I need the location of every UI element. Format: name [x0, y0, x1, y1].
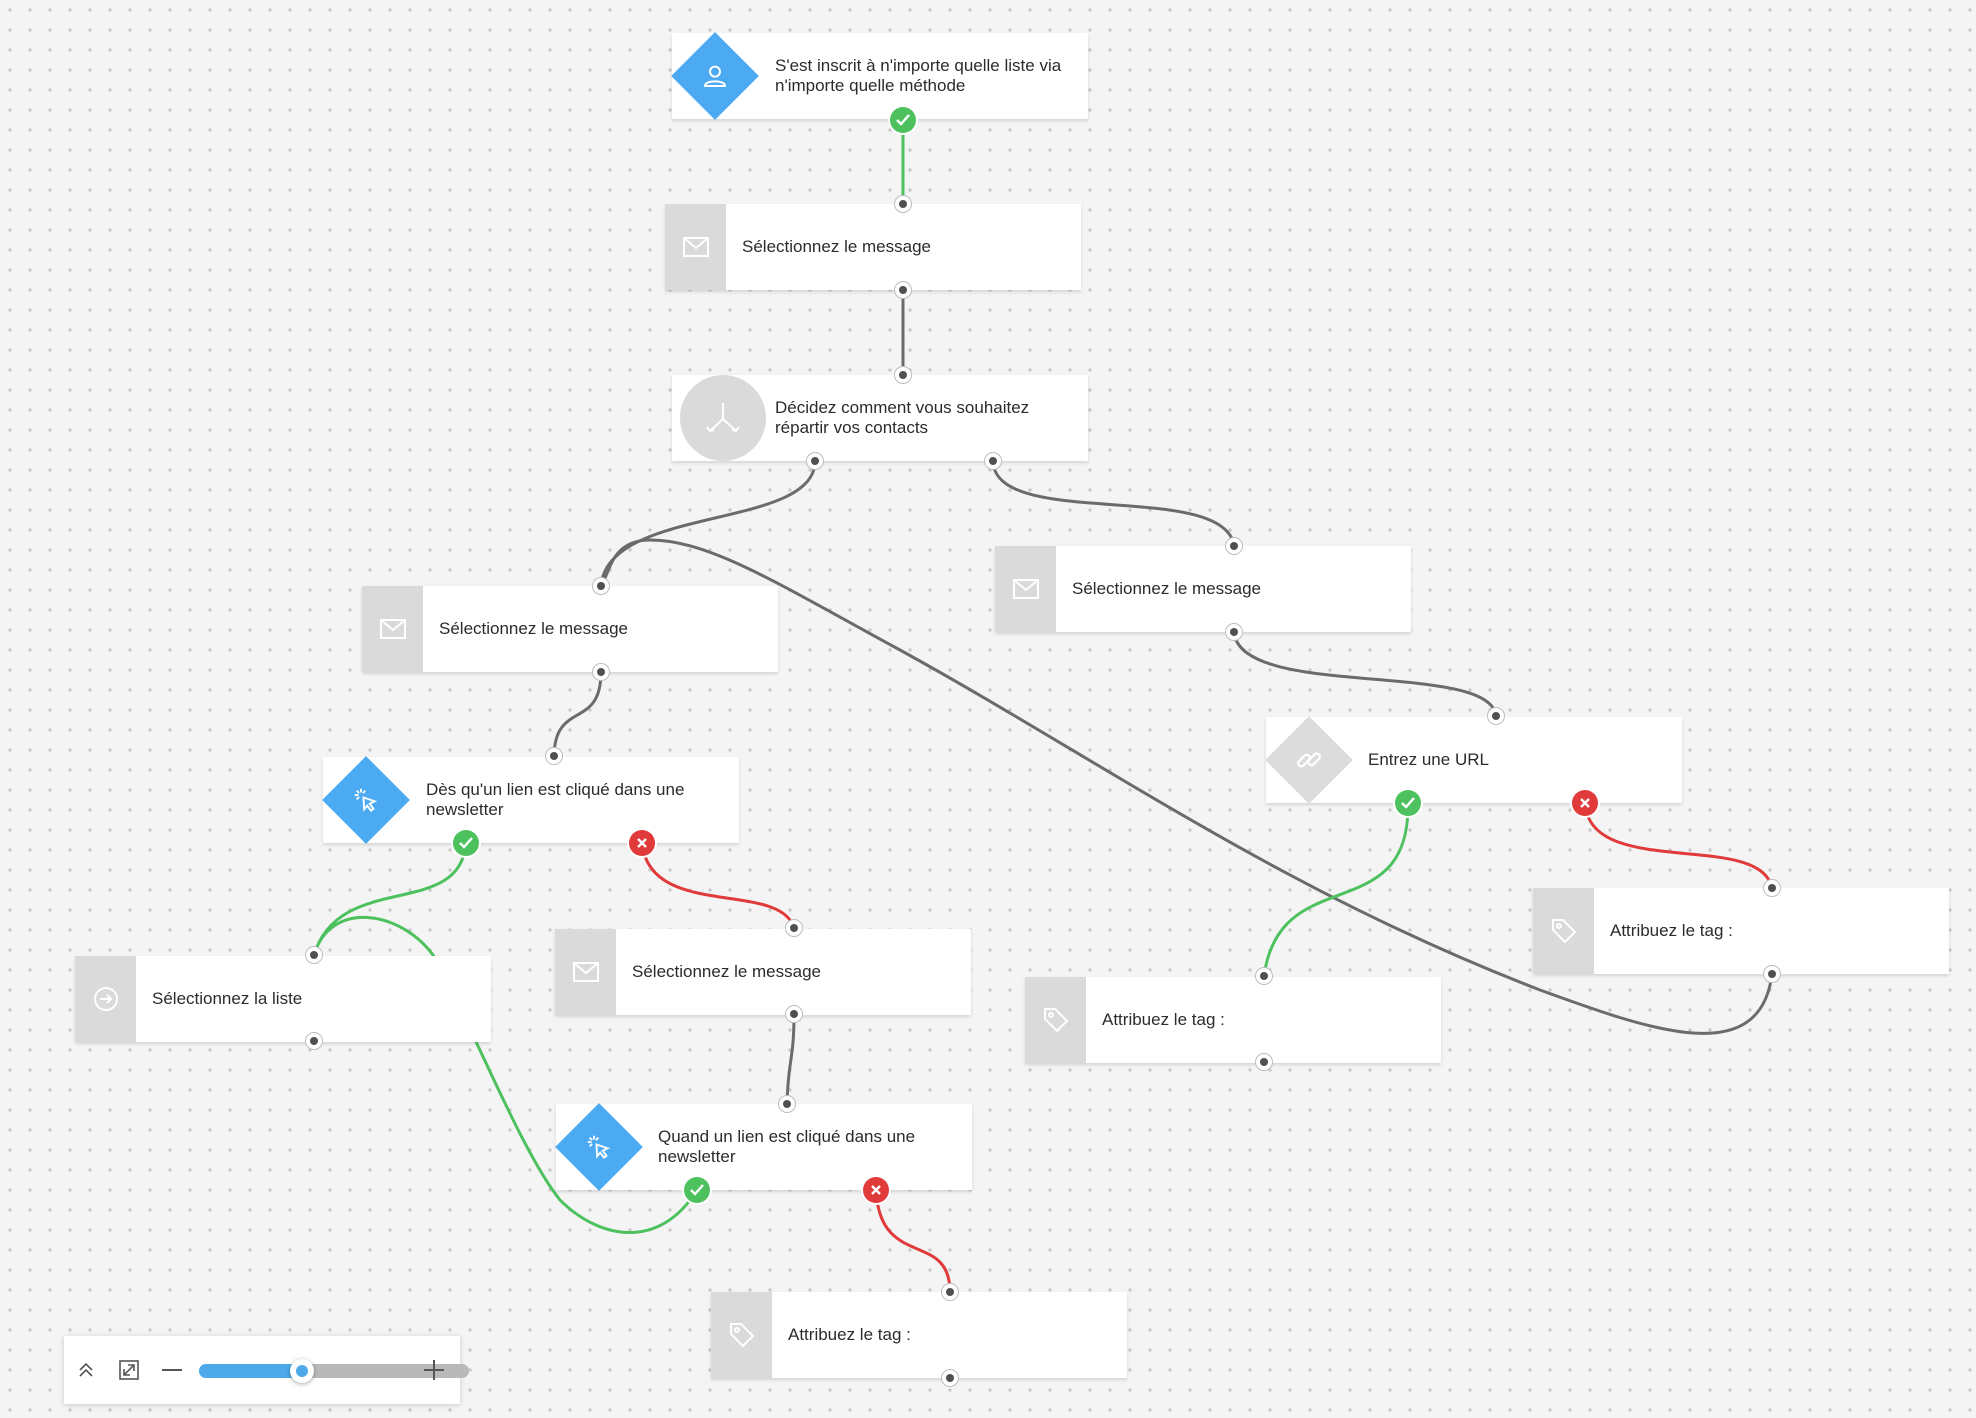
tag-node-bottom[interactable]: Attribuez le tag :	[711, 1292, 1127, 1378]
no-badge-url[interactable]	[1572, 790, 1598, 816]
port-tag-right-bottom-out[interactable]	[1253, 1051, 1275, 1073]
cursor-click-icon	[346, 780, 386, 820]
no-badge-link2[interactable]	[863, 1177, 889, 1203]
connector-link1-yes-to-list	[312, 841, 699, 1234]
connector-split-to-message-right	[991, 459, 1236, 547]
port-link1-in[interactable]	[543, 745, 565, 767]
link-clicked-label-2: Quand un lien est cliqué dans une newsle…	[658, 1127, 916, 1166]
message-label-middle: Sélectionnez le message	[632, 962, 822, 981]
connector-split-to-message-left	[599, 459, 817, 587]
minus-icon	[162, 1369, 182, 1371]
link-clicked-node-1[interactable]: Dès qu'un lien est cliqué dans une newsl…	[322, 756, 739, 844]
zoom-slider-handle[interactable]	[289, 1359, 314, 1383]
port-message-right-out[interactable]	[1223, 621, 1245, 643]
port-message-right-in[interactable]	[1223, 535, 1245, 557]
connector-tag-loop-to-message-left	[599, 538, 1774, 1035]
x-icon	[637, 838, 647, 848]
port-tag-bottom-out[interactable]	[939, 1367, 961, 1389]
connector-link2-no-to-tag	[874, 1188, 952, 1294]
port-link2-in[interactable]	[776, 1093, 798, 1115]
select-list-label: Sélectionnez la liste	[152, 989, 303, 1008]
port-split-in[interactable]	[892, 364, 914, 386]
yes-badge-url[interactable]	[1395, 790, 1421, 816]
user-icon	[695, 56, 735, 96]
link-clicked-label-1: Dès qu'un lien est cliqué dans une newsl…	[426, 780, 685, 819]
connector-url-no-to-tag	[1583, 801, 1774, 890]
port-list-out[interactable]	[303, 1030, 325, 1052]
zoom-slider-fill	[199, 1364, 302, 1378]
port-tag-right-top-out[interactable]	[1761, 963, 1783, 985]
zoom-out-button[interactable]	[156, 1354, 188, 1386]
tag-node-right-bottom[interactable]: Attribuez le tag :	[1025, 977, 1441, 1063]
collapse-up-button[interactable]	[70, 1354, 102, 1386]
connector-link1-no-to-message-middle	[640, 841, 796, 930]
check-icon	[690, 1184, 704, 1196]
tag-label-bottom: Attribuez le tag :	[788, 1325, 911, 1344]
message-node-1[interactable]: Sélectionnez le message	[665, 204, 1081, 290]
cursor-click-icon	[579, 1127, 619, 1167]
port-tag-right-bottom-in[interactable]	[1253, 965, 1275, 987]
tag-icon	[1533, 888, 1594, 974]
yes-badge-link1[interactable]	[453, 830, 479, 856]
plus-icon	[424, 1360, 444, 1380]
port-message-left-out[interactable]	[590, 661, 612, 683]
envelope-icon	[555, 929, 616, 1015]
split-arrows-icon	[680, 375, 766, 461]
check-icon	[896, 114, 910, 126]
no-badge-link1[interactable]	[629, 830, 655, 856]
yes-badge-trigger[interactable]	[890, 107, 916, 133]
port-split-out-left[interactable]	[804, 450, 826, 472]
fit-screen-button[interactable]	[113, 1354, 145, 1386]
tag-icon	[711, 1292, 772, 1378]
port-message1-out[interactable]	[892, 279, 914, 301]
port-message1-in[interactable]	[892, 193, 914, 215]
tag-label-right-bottom: Attribuez le tag :	[1102, 1010, 1225, 1029]
port-split-out-right[interactable]	[982, 450, 1004, 472]
connector-message-right-to-url	[1232, 630, 1498, 718]
split-label: Décidez comment vous souhaitez répartir …	[775, 398, 1030, 437]
message-label-right: Sélectionnez le message	[1072, 579, 1262, 598]
message-node-left[interactable]: Sélectionnez le message	[362, 586, 778, 672]
envelope-icon	[995, 546, 1056, 632]
tag-icon	[1025, 977, 1086, 1063]
select-list-node[interactable]: Sélectionnez la liste	[75, 956, 491, 1042]
zoom-in-button[interactable]	[418, 1354, 450, 1386]
port-message-middle-out[interactable]	[783, 1003, 805, 1025]
port-message-left-in[interactable]	[590, 575, 612, 597]
port-url-in[interactable]	[1485, 705, 1507, 727]
port-list-in[interactable]	[303, 944, 325, 966]
arrow-circle-right-icon	[75, 956, 136, 1042]
check-icon	[1401, 797, 1415, 809]
message-label-left: Sélectionnez le message	[439, 619, 629, 638]
message-node-middle[interactable]: Sélectionnez le message	[555, 929, 971, 1015]
zoom-slider[interactable]	[199, 1359, 469, 1383]
x-icon	[1580, 798, 1590, 808]
url-label: Entrez une URL	[1368, 750, 1489, 769]
yes-badge-link2[interactable]	[684, 1177, 710, 1203]
envelope-icon	[362, 586, 423, 672]
link-icon	[1289, 740, 1329, 780]
connector-message-left-to-link-clicked	[552, 670, 603, 758]
message-label-1: Sélectionnez le message	[742, 237, 932, 256]
port-message-middle-in[interactable]	[783, 917, 805, 939]
message-node-right[interactable]: Sélectionnez le message	[995, 546, 1411, 632]
split-node[interactable]: Décidez comment vous souhaitez répartir …	[672, 375, 1088, 461]
link-clicked-node-2[interactable]: Quand un lien est cliqué dans une newsle…	[555, 1103, 972, 1191]
tag-node-right-top[interactable]: Attribuez le tag :	[1533, 888, 1949, 974]
zoom-toolbar	[64, 1336, 469, 1404]
check-icon	[459, 837, 473, 849]
x-icon	[871, 1185, 881, 1195]
tag-label-right-top: Attribuez le tag :	[1610, 921, 1733, 940]
trigger-label: S'est inscrit à n'importe quelle liste v…	[775, 56, 1062, 95]
envelope-icon	[665, 204, 726, 290]
port-tag-bottom-in[interactable]	[939, 1281, 961, 1303]
connector-url-yes-to-tag	[1262, 801, 1410, 978]
connector-message-middle-to-link2	[785, 1013, 796, 1106]
port-tag-right-top-in[interactable]	[1761, 877, 1783, 899]
url-node[interactable]: Entrez une URL	[1265, 716, 1682, 804]
double-chevron-up-icon	[79, 1362, 93, 1377]
trigger-node[interactable]: S'est inscrit à n'importe quelle liste v…	[671, 32, 1088, 120]
expand-icon	[119, 1360, 139, 1380]
